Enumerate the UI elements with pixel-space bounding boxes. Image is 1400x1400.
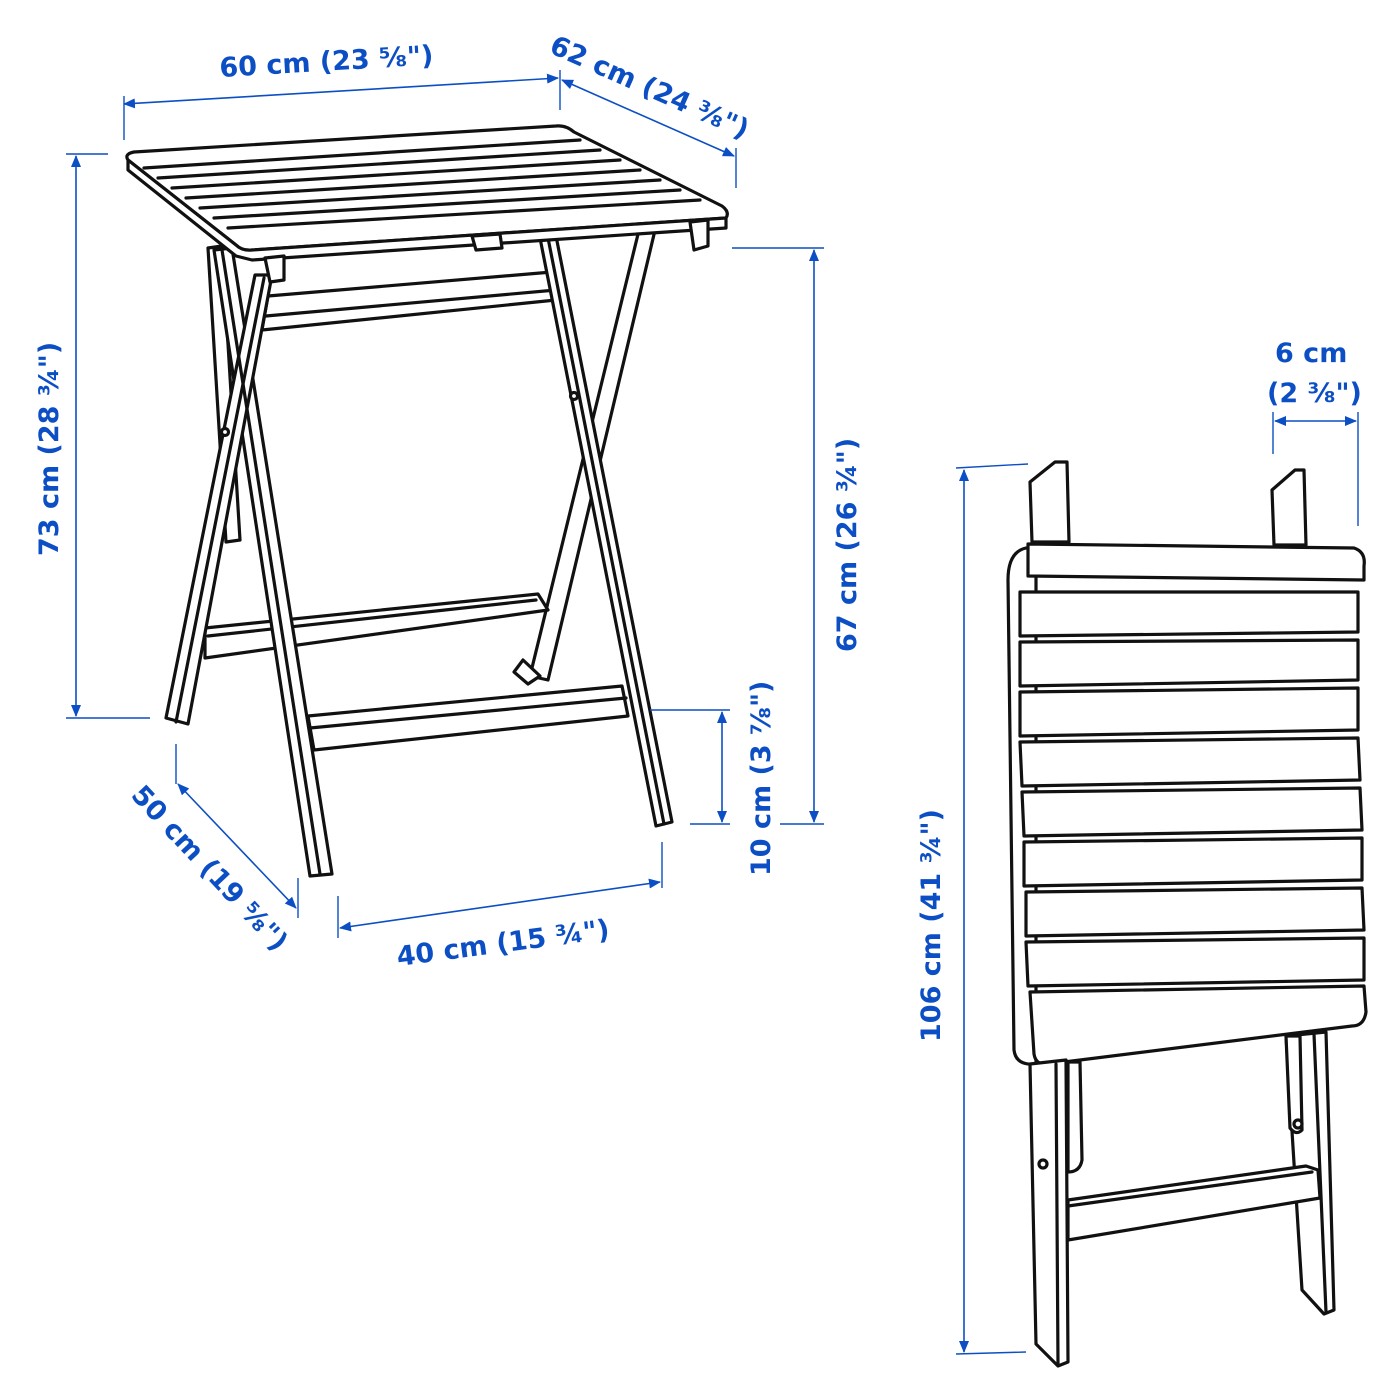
folded-slats	[1018, 590, 1366, 988]
front-lower-stretcher	[306, 684, 630, 752]
label-leg-width: 40 cm (15 ¾")	[395, 914, 611, 973]
upper-stretcher	[260, 270, 558, 332]
back-lower-stretcher	[203, 592, 550, 660]
label-stretcher-height: 10 cm (3 ⅞")	[746, 681, 777, 876]
label-under-top-height: 67 cm (26 ¾")	[832, 438, 863, 652]
label-folded-height: 106 cm (41 ¾")	[916, 809, 947, 1042]
label-folded-thickness-imperial: (2 ⅜")	[1267, 378, 1362, 409]
label-depth: 62 cm (24 ⅜")	[545, 30, 753, 145]
folded-leg-top-right	[1270, 468, 1308, 547]
label-leg-depth: 50 cm (19 ⅝")	[125, 780, 294, 958]
label-width: 60 cm (23 ⅝")	[219, 40, 435, 84]
dimension-lines	[66, 70, 1359, 1355]
assembled-table-drawing	[125, 124, 729, 878]
right-legs	[538, 234, 674, 828]
label-folded-thickness-metric: 6 cm	[1275, 338, 1347, 369]
label-total-height: 73 cm (28 ¾")	[34, 342, 65, 556]
table-top	[125, 124, 729, 284]
folded-leg-top-left	[1028, 460, 1071, 544]
folded-stretcher	[1066, 1164, 1322, 1242]
left-legs	[164, 246, 334, 878]
folded-leg-bottom-left	[1028, 1058, 1070, 1368]
folded-table-drawing	[1006, 460, 1368, 1368]
